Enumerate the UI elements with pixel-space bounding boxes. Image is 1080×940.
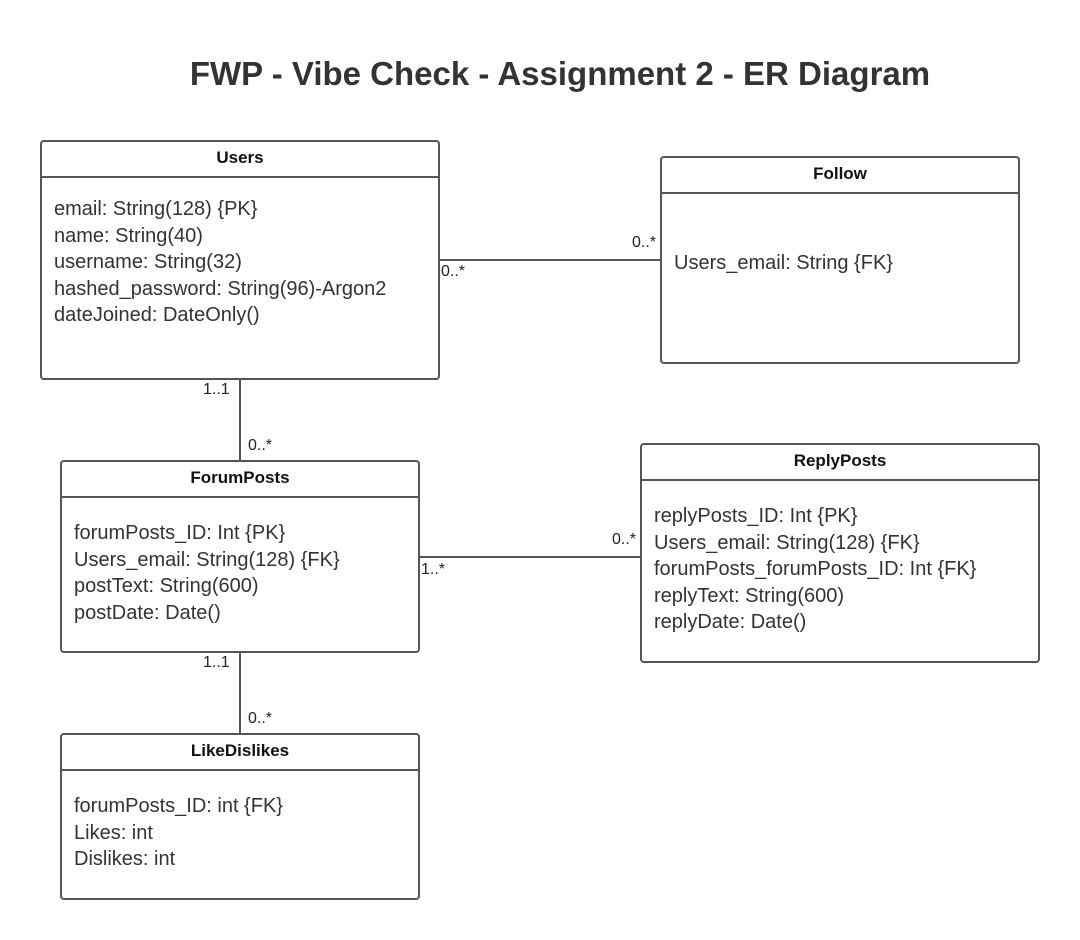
entity-users-name: Users bbox=[42, 142, 438, 178]
attribute: replyDate: Date() bbox=[654, 611, 807, 633]
entity-replyposts-name: ReplyPosts bbox=[642, 445, 1038, 481]
attribute: Users_email: String(128) {FK} bbox=[654, 531, 920, 554]
entity-users[interactable]: Users email: String(128) {PK} name: Stri… bbox=[40, 140, 440, 380]
attribute: forumPosts_ID: int {FK} bbox=[74, 795, 283, 817]
entity-forumposts-attributes: forumPosts_ID: Int {PK} Users_email: Str… bbox=[62, 498, 418, 626]
cardinality-forumposts-likedislikes-from: 1..1 bbox=[203, 654, 230, 671]
attribute: replyPosts_ID: Int {PK} bbox=[654, 505, 858, 527]
entity-forumposts[interactable]: ForumPosts forumPosts_ID: Int {PK} Users… bbox=[60, 460, 420, 653]
entity-replyposts-attributes: replyPosts_ID: Int {PK} Users_email: Str… bbox=[642, 481, 1038, 636]
entity-likedislikes-attributes: forumPosts_ID: int {FK} Likes: int Disli… bbox=[62, 771, 418, 873]
attribute: hashed_password: String(96)-Argon2 bbox=[54, 277, 387, 300]
entity-forumposts-name: ForumPosts bbox=[62, 462, 418, 498]
entity-follow-name: Follow bbox=[662, 158, 1018, 194]
entity-users-attributes: email: String(128) {PK} name: String(40)… bbox=[42, 178, 438, 329]
attribute: postDate: Date() bbox=[74, 601, 221, 624]
attribute: replyText: String(600) bbox=[654, 584, 845, 607]
cardinality-users-follow-from: 0..* bbox=[441, 263, 466, 280]
attribute: Dislikes: int bbox=[74, 848, 176, 870]
cardinality-forumposts-likedislikes-to: 0..* bbox=[248, 710, 273, 727]
cardinality-users-forumposts-to: 0..* bbox=[248, 437, 273, 454]
attribute: dateJoined: DateOnly() bbox=[54, 304, 260, 326]
attribute: forumPosts_forumPosts_ID: Int {FK} bbox=[654, 558, 977, 580]
entity-likedislikes-name: LikeDislikes bbox=[62, 735, 418, 771]
cardinality-users-forumposts-from: 1..1 bbox=[203, 381, 230, 398]
entity-follow[interactable]: Follow Users_email: String {FK} bbox=[660, 156, 1020, 364]
attribute: Users_email: String {FK} bbox=[674, 252, 893, 274]
attribute: Users_email: String(128) {FK} bbox=[74, 548, 340, 571]
attribute: name: String(40) bbox=[54, 224, 203, 247]
attribute: username: String(32) bbox=[54, 251, 242, 273]
attribute: postText: String(600) bbox=[74, 575, 259, 597]
entity-follow-attributes: Users_email: String {FK} bbox=[662, 194, 1018, 277]
entity-replyposts[interactable]: ReplyPosts replyPosts_ID: Int {PK} Users… bbox=[640, 443, 1040, 663]
attribute: email: String(128) {PK} bbox=[54, 198, 258, 220]
entity-likedislikes[interactable]: LikeDislikes forumPosts_ID: int {FK} Lik… bbox=[60, 733, 420, 900]
cardinality-users-follow-to: 0..* bbox=[632, 234, 657, 251]
diagram-title: FWP - Vibe Check - Assignment 2 - ER Dia… bbox=[189, 55, 931, 92]
attribute: Likes: int bbox=[74, 821, 153, 844]
cardinality-forumposts-replyposts-to: 0..* bbox=[612, 531, 637, 548]
cardinality-forumposts-replyposts-from: 1..* bbox=[421, 561, 446, 578]
attribute: forumPosts_ID: Int {PK} bbox=[74, 522, 286, 544]
